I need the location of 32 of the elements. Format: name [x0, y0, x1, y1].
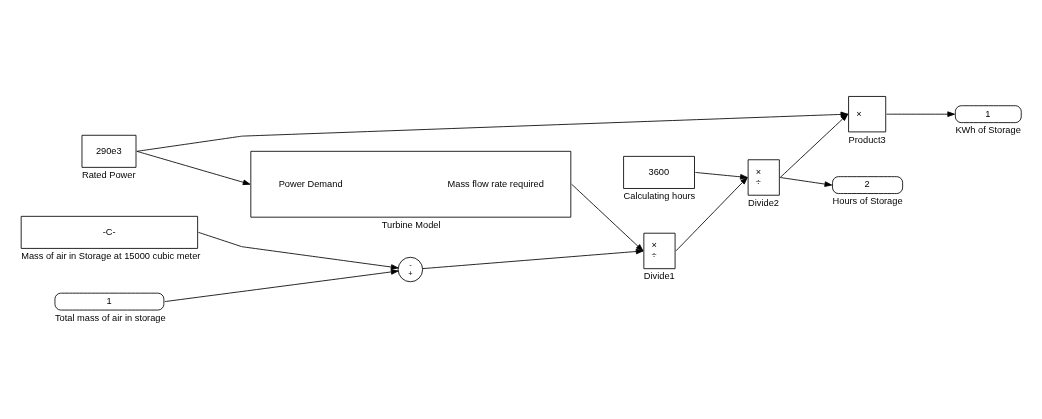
node-label: Mass of air in Storage at 15000 cubic meter — [21, 250, 201, 261]
arrow — [422, 248, 644, 269]
arrow — [779, 113, 849, 178]
node-label: Total mass of air in storage — [54, 312, 166, 323]
arrow — [136, 111, 849, 152]
node-label: Hours of Storage — [832, 195, 903, 206]
node-box: 1 — [54, 292, 165, 310]
node-box: 3600 — [623, 155, 695, 189]
arrow — [136, 150, 251, 185]
arrow — [571, 183, 644, 251]
node-box: × — [848, 95, 887, 132]
node-label: Divide1 — [643, 270, 675, 281]
node-box: 1 — [954, 104, 1022, 123]
node-label: Divide2 — [748, 197, 780, 208]
node-label: KWh of Storage — [955, 124, 1021, 135]
arrow — [675, 176, 748, 251]
node-label: Rated Power — [81, 169, 136, 180]
node-box: 2 — [832, 175, 904, 194]
arrow — [779, 176, 833, 187]
arrow — [886, 110, 955, 117]
node-box: 290e3 — [81, 134, 137, 168]
node-box: Power Demand Mass flow rate required — [250, 150, 572, 218]
node-box: × ÷ — [747, 158, 780, 196]
node-label: Calculating hours — [623, 190, 696, 201]
node-label: Turbine Model — [381, 219, 441, 230]
arrow — [198, 231, 399, 270]
node-box: × ÷ — [643, 232, 676, 269]
node-circle: - + — [397, 256, 424, 282]
arrow — [164, 268, 399, 302]
arrow — [694, 171, 748, 180]
node-box: -C- — [20, 215, 199, 249]
node-label: Product3 — [848, 134, 886, 145]
